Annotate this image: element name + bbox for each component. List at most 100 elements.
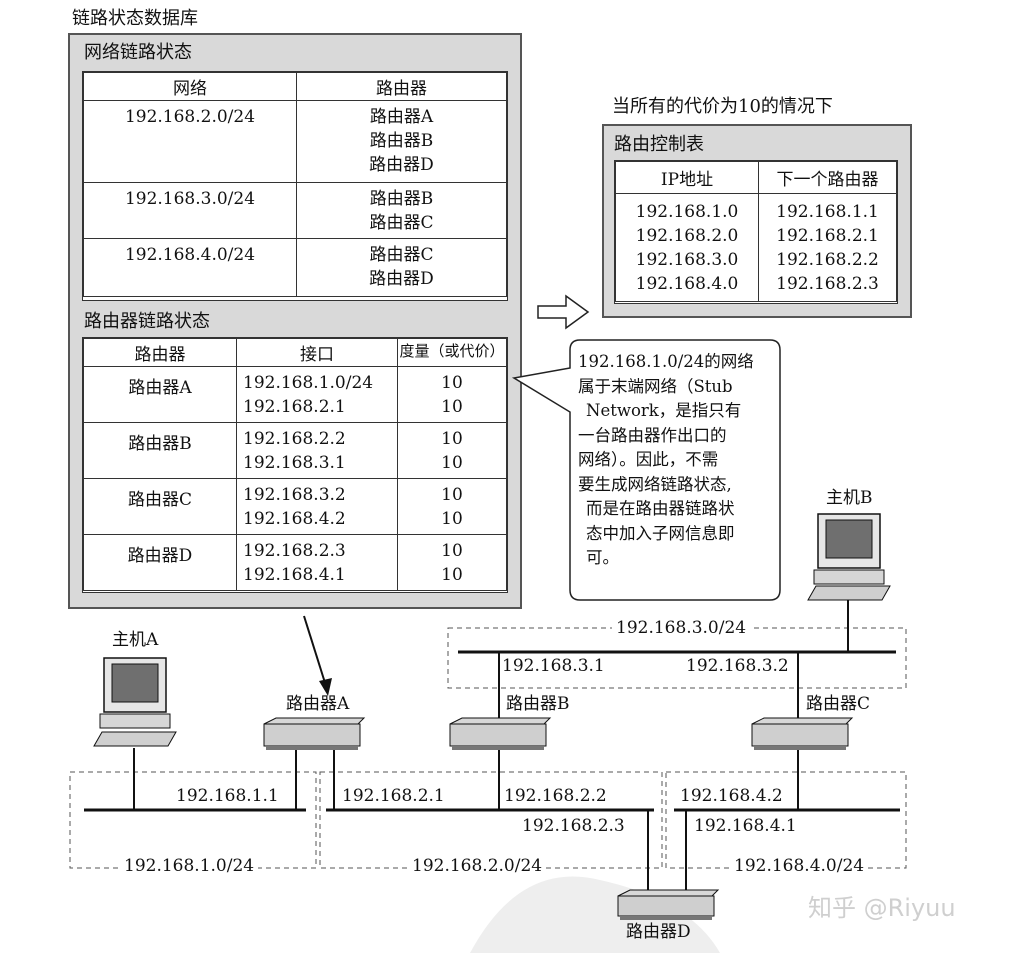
router-cell: 路由器C bbox=[369, 213, 434, 233]
callout-line: Network，是指只有 bbox=[586, 401, 742, 420]
router-d-label: 路由器D bbox=[626, 922, 691, 942]
router-cell: 路由器B bbox=[369, 131, 434, 151]
callout-line: 一台路由器作出口的 bbox=[578, 425, 727, 445]
callout-text: 192.168.1.0/24的网络 属于末端网络（Stub Network，是指… bbox=[578, 350, 778, 571]
interface-cell: 192.168.3.2 bbox=[243, 485, 346, 505]
router-cell: 路由器C bbox=[369, 245, 434, 265]
callout-line: 网络）。因此，不需 bbox=[578, 450, 719, 469]
routing-grid: IP地址 下一个路由器 192.168.1.0 192.168.2.0 192.… bbox=[615, 161, 897, 302]
interface-cell: 192.168.2.2 bbox=[243, 429, 346, 449]
net2-region bbox=[319, 771, 663, 869]
routing-table: IP地址 下一个路由器 192.168.1.0 192.168.2.0 192.… bbox=[614, 160, 898, 304]
table-row: 路由器C 192.168.3.2 192.168.4.2 10 10 bbox=[83, 478, 507, 535]
callout-bubble bbox=[511, 339, 781, 601]
router-a-icon bbox=[263, 717, 366, 750]
router-c-label: 路由器C bbox=[806, 694, 871, 714]
watermark-shape bbox=[470, 876, 720, 953]
router-c-icon bbox=[751, 717, 854, 750]
next-hop-header: 下一个路由器 bbox=[758, 161, 897, 194]
callout-line: 可。 bbox=[586, 548, 619, 567]
router-cell: 路由器D bbox=[369, 155, 434, 175]
interface-cell: 192.168.4.2 bbox=[243, 509, 346, 529]
interface-cell: 192.168.4.1 bbox=[243, 565, 346, 585]
interface-cell: 192.168.2.3 bbox=[243, 541, 346, 561]
watermark-text: 知乎 @Riyuu bbox=[808, 894, 956, 922]
table-row: 路由器D 192.168.2.3 192.168.4.1 10 10 bbox=[83, 534, 507, 591]
cost-cell: 10 bbox=[441, 373, 463, 393]
net2-label: 192.168.2.0/24 bbox=[408, 858, 547, 875]
table-row: 192.168.2.0/24 路由器A 路由器B 路由器D bbox=[83, 100, 507, 183]
router-header: 路由器 bbox=[83, 338, 237, 367]
routing-caption: 当所有的代价为10的情况下 bbox=[612, 96, 833, 117]
cost-header: 度量（或代价） bbox=[397, 338, 507, 367]
ip-4-2-label: 192.168.4.2 bbox=[680, 786, 783, 806]
next-hop-cell: 192.168.2.3 bbox=[776, 274, 879, 294]
table-row: 路由器B 192.168.2.2 192.168.3.1 10 10 bbox=[83, 422, 507, 479]
cost-cell: 10 bbox=[441, 541, 463, 561]
ip-3-1-label: 192.168.3.1 bbox=[502, 656, 605, 676]
lsdb-title: 链路状态数据库 bbox=[72, 8, 198, 29]
network-table: 网络 路由器 192.168.2.0/24 路由器A 路由器B 路由器D 192… bbox=[83, 72, 507, 297]
host-b-computer-icon bbox=[807, 513, 891, 601]
table-row: 路由器A 192.168.1.0/24 192.168.2.1 10 10 bbox=[83, 366, 507, 423]
table-row: 192.168.4.0/24 路由器C 路由器D bbox=[83, 238, 507, 297]
lsdb-panel: 网络链路状态 网络 路由器 192.168.2.0/24 路由器A 路由器B 路… bbox=[68, 33, 522, 609]
router-cell: 路由器D bbox=[83, 534, 237, 591]
router-b-icon bbox=[449, 717, 552, 750]
router-header: 路由器 bbox=[296, 72, 507, 101]
next-hop-cell: 192.168.2.2 bbox=[776, 250, 879, 270]
ip-cell: 192.168.3.0 bbox=[635, 250, 739, 270]
network-link-state-table: 网络 路由器 192.168.2.0/24 路由器A 路由器B 路由器D 192… bbox=[82, 71, 508, 301]
net3-label: 192.168.3.0/24 bbox=[612, 620, 751, 637]
net4-label: 192.168.4.0/24 bbox=[730, 858, 869, 875]
table-row: 192.168.3.0/24 路由器B 路由器C bbox=[83, 182, 507, 239]
network-cell: 192.168.4.0/24 bbox=[83, 238, 297, 297]
ip-4-1-label: 192.168.4.1 bbox=[694, 816, 797, 836]
next-hop-cell: 192.168.1.1 bbox=[776, 202, 879, 222]
router-b-label: 路由器B bbox=[506, 694, 570, 714]
host-a-label: 主机A bbox=[112, 630, 159, 650]
host-b-label: 主机B bbox=[826, 488, 873, 508]
ip-cell: 192.168.4.0 bbox=[635, 274, 739, 294]
router-cell: 路由器B bbox=[369, 189, 434, 209]
network-cell: 192.168.3.0/24 bbox=[83, 182, 297, 239]
router-table: 路由器 接口 度量（或代价） 路由器A 192.168.1.0/24 192.1… bbox=[83, 338, 507, 591]
routing-panel: 路由控制表 IP地址 下一个路由器 192.168.1.0 192.168.2.… bbox=[602, 124, 912, 318]
ip-2-2-label: 192.168.2.2 bbox=[504, 786, 607, 806]
interface-cell: 192.168.2.1 bbox=[243, 397, 346, 417]
cost-cell: 10 bbox=[441, 429, 463, 449]
cost-cell: 10 bbox=[441, 509, 463, 529]
router-cell: 路由器A bbox=[369, 107, 434, 127]
callout-line: 而是在路由器链路状 bbox=[586, 499, 735, 518]
host-a-computer-icon bbox=[93, 657, 177, 747]
network-link-state-title: 网络链路状态 bbox=[84, 42, 192, 63]
net1-label: 192.168.1.0/24 bbox=[120, 858, 259, 875]
cost-cell: 10 bbox=[441, 453, 463, 473]
interface-cell: 192.168.1.0/24 bbox=[243, 373, 374, 393]
ip-2-3-label: 192.168.2.3 bbox=[522, 816, 625, 836]
hollow-arrow-icon bbox=[537, 294, 590, 330]
interface-header: 接口 bbox=[236, 338, 398, 367]
ip-cell: 192.168.2.0 bbox=[635, 226, 739, 246]
interface-cell: 192.168.3.1 bbox=[243, 453, 346, 473]
router-link-state-title: 路由器链路状态 bbox=[84, 311, 210, 332]
ip-3-2-label: 192.168.3.2 bbox=[686, 656, 789, 676]
router-link-state-table: 路由器 接口 度量（或代价） 路由器A 192.168.1.0/24 192.1… bbox=[82, 337, 508, 593]
router-cell: 路由器B bbox=[83, 422, 237, 479]
callout-line: 态中加入子网信息即 bbox=[586, 523, 735, 543]
router-d-icon bbox=[617, 889, 720, 920]
net4-region bbox=[665, 771, 907, 869]
callout-line: 属于末端网络（Stub bbox=[578, 376, 733, 396]
cost-cell: 10 bbox=[441, 397, 463, 417]
next-hop-cell: 192.168.2.1 bbox=[776, 226, 879, 246]
ip-header: IP地址 bbox=[615, 161, 759, 194]
callout-line: 192.168.1.0/24的网络 bbox=[578, 352, 754, 371]
ip-2-1-label: 192.168.2.1 bbox=[342, 786, 445, 806]
router-cell: 路由器D bbox=[369, 269, 434, 289]
pointer-arrowhead-icon bbox=[319, 678, 332, 696]
cost-cell: 10 bbox=[441, 485, 463, 505]
routing-table-title: 路由控制表 bbox=[614, 134, 704, 155]
cost-cell: 10 bbox=[441, 565, 463, 585]
router-a-label: 路由器A bbox=[286, 694, 350, 714]
